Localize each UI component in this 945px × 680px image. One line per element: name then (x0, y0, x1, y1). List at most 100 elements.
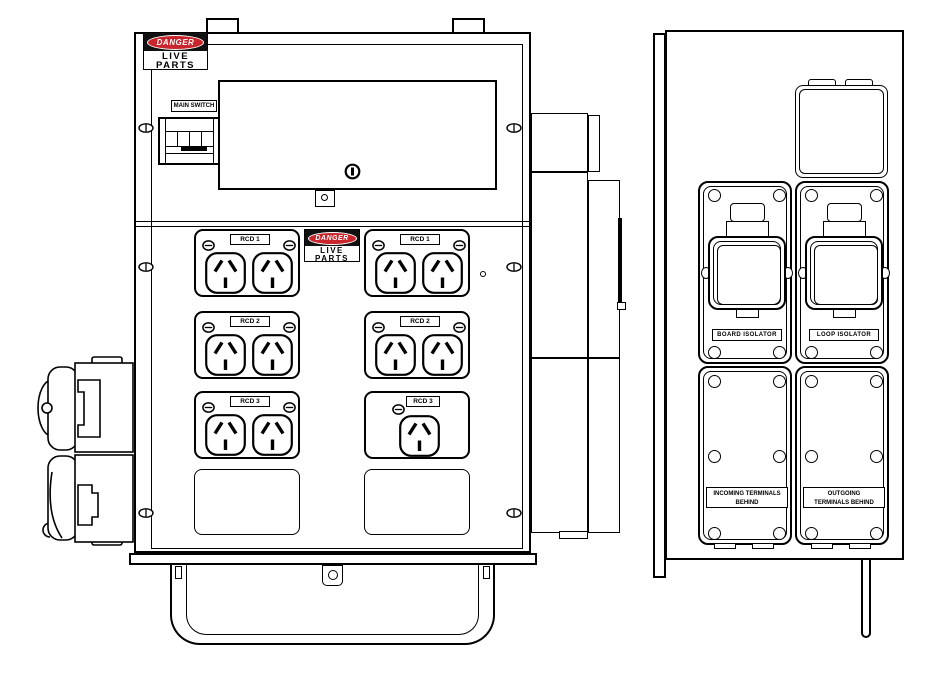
isolator-neck (823, 221, 866, 237)
outgoing-line1: OUTGOING (827, 491, 861, 497)
isolator-housing (708, 236, 786, 310)
board-isolator-plate: BOARD ISOLATOR (698, 181, 793, 364)
rcd-label: RCD 2 (230, 316, 270, 327)
blank-plate (364, 469, 470, 535)
socket-icon (422, 252, 463, 294)
main-switch-breaker (158, 117, 220, 165)
housing-window (814, 245, 878, 305)
gpo-panel: RCD 1 (194, 229, 300, 297)
isolator-latch (833, 309, 856, 318)
danger-oval: DANGER (147, 34, 204, 50)
plate-foot (811, 543, 833, 549)
gpo-panel: RCD 1 (364, 229, 470, 297)
gpo-panel: RCD 2 (364, 311, 470, 379)
screw-icon (392, 404, 405, 415)
plate-foot (849, 543, 871, 549)
screw-hole (805, 450, 818, 463)
handle-hoop-inner (186, 565, 479, 635)
plate-inner-line (800, 371, 884, 540)
cabinet-inner-line (151, 44, 523, 549)
handle-notch (175, 566, 182, 579)
isolator-neck (726, 221, 769, 237)
danger-body-line1: LIVE (320, 246, 344, 255)
outgoing-line2: TERMINALS BEHIND (814, 500, 874, 506)
screw-hole (773, 189, 786, 202)
screw-icon (138, 262, 154, 272)
screw-hole (870, 346, 883, 359)
danger-live-parts-label: DANGER LIVE PARTS (304, 229, 360, 263)
socket-icon (375, 334, 416, 376)
socket-icon (252, 414, 293, 456)
screw-icon (453, 322, 466, 333)
screw-hole (805, 346, 818, 359)
rcd-label: RCD 3 (406, 396, 440, 407)
lock-icon (344, 163, 361, 180)
breaker-pole-divider (201, 131, 202, 146)
screw-hole (870, 450, 883, 463)
screw-hole (870, 375, 883, 388)
screw-icon (372, 322, 385, 333)
screw-icon (283, 322, 296, 333)
housing-window (717, 245, 781, 305)
side-profile-latch (617, 302, 626, 310)
screw-icon (202, 322, 215, 333)
loop-isolator-plate: LOOP ISOLATOR (795, 181, 890, 364)
screw-hole (805, 375, 818, 388)
breaker-line (165, 153, 213, 154)
side-inlet-assembly (37, 356, 134, 546)
screw-hole (773, 527, 786, 540)
screw-hole (708, 527, 721, 540)
breaker-pole-divider (177, 131, 178, 146)
screw-hole (708, 450, 721, 463)
socket-icon (205, 252, 246, 294)
outgoing-terminals-plate: OUTGOING TERMINALS BEHIND (795, 366, 889, 545)
screw-hole (805, 189, 818, 202)
screw-hole (870, 189, 883, 202)
breaker-rail (165, 117, 166, 165)
gpo-panel: RCD 3 (194, 391, 300, 459)
screw-icon (372, 240, 385, 251)
socket-icon (205, 414, 246, 456)
outgoing-terminals-label: OUTGOING TERMINALS BEHIND (803, 487, 885, 508)
danger-live-parts-label: DANGER LIVE PARTS (143, 32, 208, 70)
screw-hole (773, 450, 786, 463)
side-profile-block-top (531, 113, 588, 172)
screw-icon (283, 402, 296, 413)
screw-hole (708, 375, 721, 388)
danger-body-line1: LIVE (161, 51, 190, 62)
handle-bracket-hole (328, 570, 338, 580)
loop-isolator-label: LOOP ISOLATOR (809, 329, 879, 341)
isolator-latch (736, 309, 759, 318)
main-switch-label: MAIN SWITCH (171, 100, 217, 112)
gland-box (795, 85, 888, 178)
isolator-housing (805, 236, 883, 310)
breaker-handle (181, 147, 207, 151)
bottom-flange (129, 553, 537, 565)
escutcheon-window (218, 80, 497, 190)
blank-plate (194, 469, 300, 535)
breaker-pole-divider (189, 131, 190, 146)
screw-icon (506, 508, 522, 518)
side-profile-block-mid (531, 172, 588, 358)
danger-body-line2: PARTS (314, 254, 350, 263)
test-button-dot (480, 271, 486, 277)
danger-body-line2: PARTS (156, 60, 195, 71)
rcd-label: RCD 1 (230, 234, 270, 245)
screw-icon (202, 240, 215, 251)
rcd-label: RCD 1 (400, 234, 440, 245)
isolator-top-tab (827, 203, 862, 222)
plate-foot (752, 543, 774, 549)
danger-header: DANGER (144, 33, 207, 51)
danger-header: DANGER (305, 230, 359, 246)
rcd-label: RCD 3 (230, 396, 270, 407)
screw-icon (138, 508, 154, 518)
board-isolator-label: BOARD ISOLATOR (712, 329, 782, 341)
screw-hole (805, 527, 818, 540)
breaker-line (165, 146, 213, 147)
gpo-panel-single: RCD 3 (364, 391, 470, 459)
incoming-line2: BEHIND (735, 500, 759, 506)
incoming-line1: INCOMING TERMINALS (713, 491, 781, 497)
danger-oval: DANGER (307, 231, 357, 245)
section-divider (134, 221, 531, 222)
